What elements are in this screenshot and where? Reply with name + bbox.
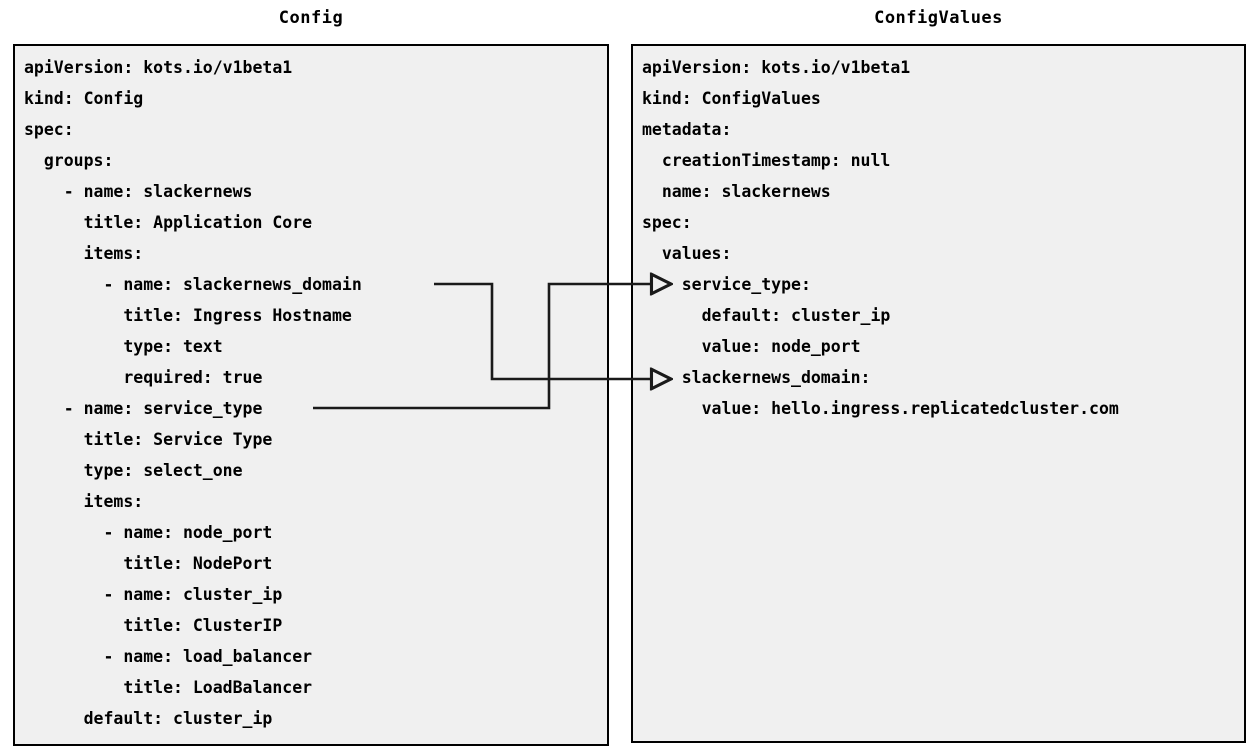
configvalues-yaml-text: apiVersion: kots.io/v1beta1 kind: Config… [642, 58, 1119, 418]
configvalues-yaml-panel: apiVersion: kots.io/v1beta1 kind: Config… [631, 44, 1246, 743]
panel-title-configvalues: ConfigValues [874, 8, 1003, 28]
panel-title-config: Config [278, 8, 344, 28]
config-yaml-panel: apiVersion: kots.io/v1beta1 kind: Config… [13, 44, 609, 746]
config-yaml-text: apiVersion: kots.io/v1beta1 kind: Config… [24, 58, 362, 728]
